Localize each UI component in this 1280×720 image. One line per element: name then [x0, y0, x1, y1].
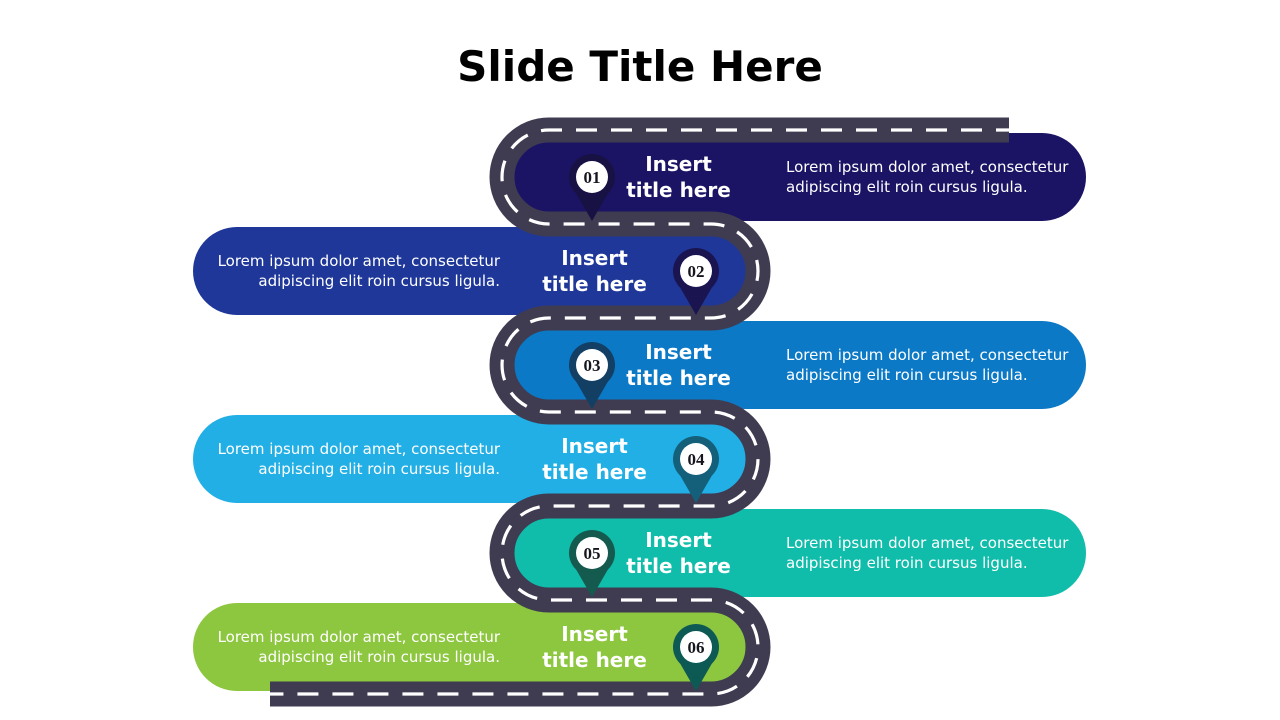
description-placeholder-5[interactable]: Lorem ipsum dolor amet, consectetur adip… — [786, 533, 1078, 573]
location-pin-icon-5[interactable]: 05 — [566, 527, 618, 599]
desc-line: adipiscing elit roin cursus ligula. — [258, 272, 500, 290]
pin-badge — [680, 255, 712, 287]
desc-line: adipiscing elit roin cursus ligula. — [786, 366, 1028, 384]
desc-line: Lorem ipsum dolor amet, consectetur — [786, 158, 1069, 176]
milestone-bar-2[interactable] — [193, 227, 755, 315]
pin-badge — [680, 443, 712, 475]
description-placeholder-3[interactable]: Lorem ipsum dolor amet, consectetur adip… — [786, 345, 1078, 385]
desc-line: adipiscing elit roin cursus ligula. — [786, 178, 1028, 196]
description-placeholder-1[interactable]: Lorem ipsum dolor amet, consectetur adip… — [786, 157, 1078, 197]
pin-badge — [680, 631, 712, 663]
pin-number: 04 — [688, 450, 706, 469]
pin-number: 01 — [584, 168, 601, 187]
desc-line: Lorem ipsum dolor amet, consectetur — [217, 440, 500, 458]
desc-line: Lorem ipsum dolor amet, consectetur — [786, 346, 1069, 364]
description-placeholder-6[interactable]: Lorem ipsum dolor amet, consectetur adip… — [208, 627, 500, 667]
pin-number: 05 — [584, 544, 601, 563]
description-placeholder-2[interactable]: Lorem ipsum dolor amet, consectetur adip… — [208, 251, 500, 291]
location-pin-icon-3[interactable]: 03 — [566, 339, 618, 411]
title-line: title here — [626, 178, 731, 202]
pin-badge — [576, 537, 608, 569]
insert-title-placeholder-6[interactable]: Insert title here — [522, 621, 667, 673]
pin-badge — [576, 349, 608, 381]
title-line: title here — [626, 554, 731, 578]
insert-title-placeholder-2[interactable]: Insert title here — [522, 245, 667, 297]
location-pin-icon-1[interactable]: 01 — [566, 151, 618, 223]
pin-badge — [576, 161, 608, 193]
milestone-bar-6[interactable] — [193, 603, 755, 691]
desc-line: Lorem ipsum dolor amet, consectetur — [786, 534, 1069, 552]
pin-number: 02 — [688, 262, 705, 281]
location-pin-icon-2[interactable]: 02 — [670, 245, 722, 317]
title-line: title here — [542, 460, 647, 484]
desc-line: adipiscing elit roin cursus ligula. — [258, 648, 500, 666]
insert-title-placeholder-4[interactable]: Insert title here — [522, 433, 667, 485]
title-line: Insert — [645, 528, 712, 552]
pin-number: 03 — [584, 356, 601, 375]
desc-line: Lorem ipsum dolor amet, consectetur — [217, 252, 500, 270]
insert-title-placeholder-3[interactable]: Insert title here — [606, 339, 751, 391]
insert-title-placeholder-5[interactable]: Insert title here — [606, 527, 751, 579]
desc-line: adipiscing elit roin cursus ligula. — [258, 460, 500, 478]
title-line: title here — [626, 366, 731, 390]
description-placeholder-4[interactable]: Lorem ipsum dolor amet, consectetur adip… — [208, 439, 500, 479]
pin-number: 06 — [688, 638, 705, 657]
title-line: Insert — [561, 434, 628, 458]
desc-line: Lorem ipsum dolor amet, consectetur — [217, 628, 500, 646]
location-pin-icon-4[interactable]: 04 — [670, 433, 722, 505]
title-line: Insert — [561, 246, 628, 270]
road-center-dashes — [270, 128, 1009, 696]
title-line: Insert — [645, 340, 712, 364]
slide-title[interactable]: Slide Title Here — [457, 42, 823, 91]
milestone-bar-4[interactable] — [193, 415, 755, 503]
location-pin-icon-6[interactable]: 06 — [670, 621, 722, 693]
title-line: title here — [542, 648, 647, 672]
title-line: title here — [542, 272, 647, 296]
title-line: Insert — [645, 152, 712, 176]
title-line: Insert — [561, 622, 628, 646]
insert-title-placeholder-1[interactable]: Insert title here — [606, 151, 751, 203]
desc-line: adipiscing elit roin cursus ligula. — [786, 554, 1028, 572]
